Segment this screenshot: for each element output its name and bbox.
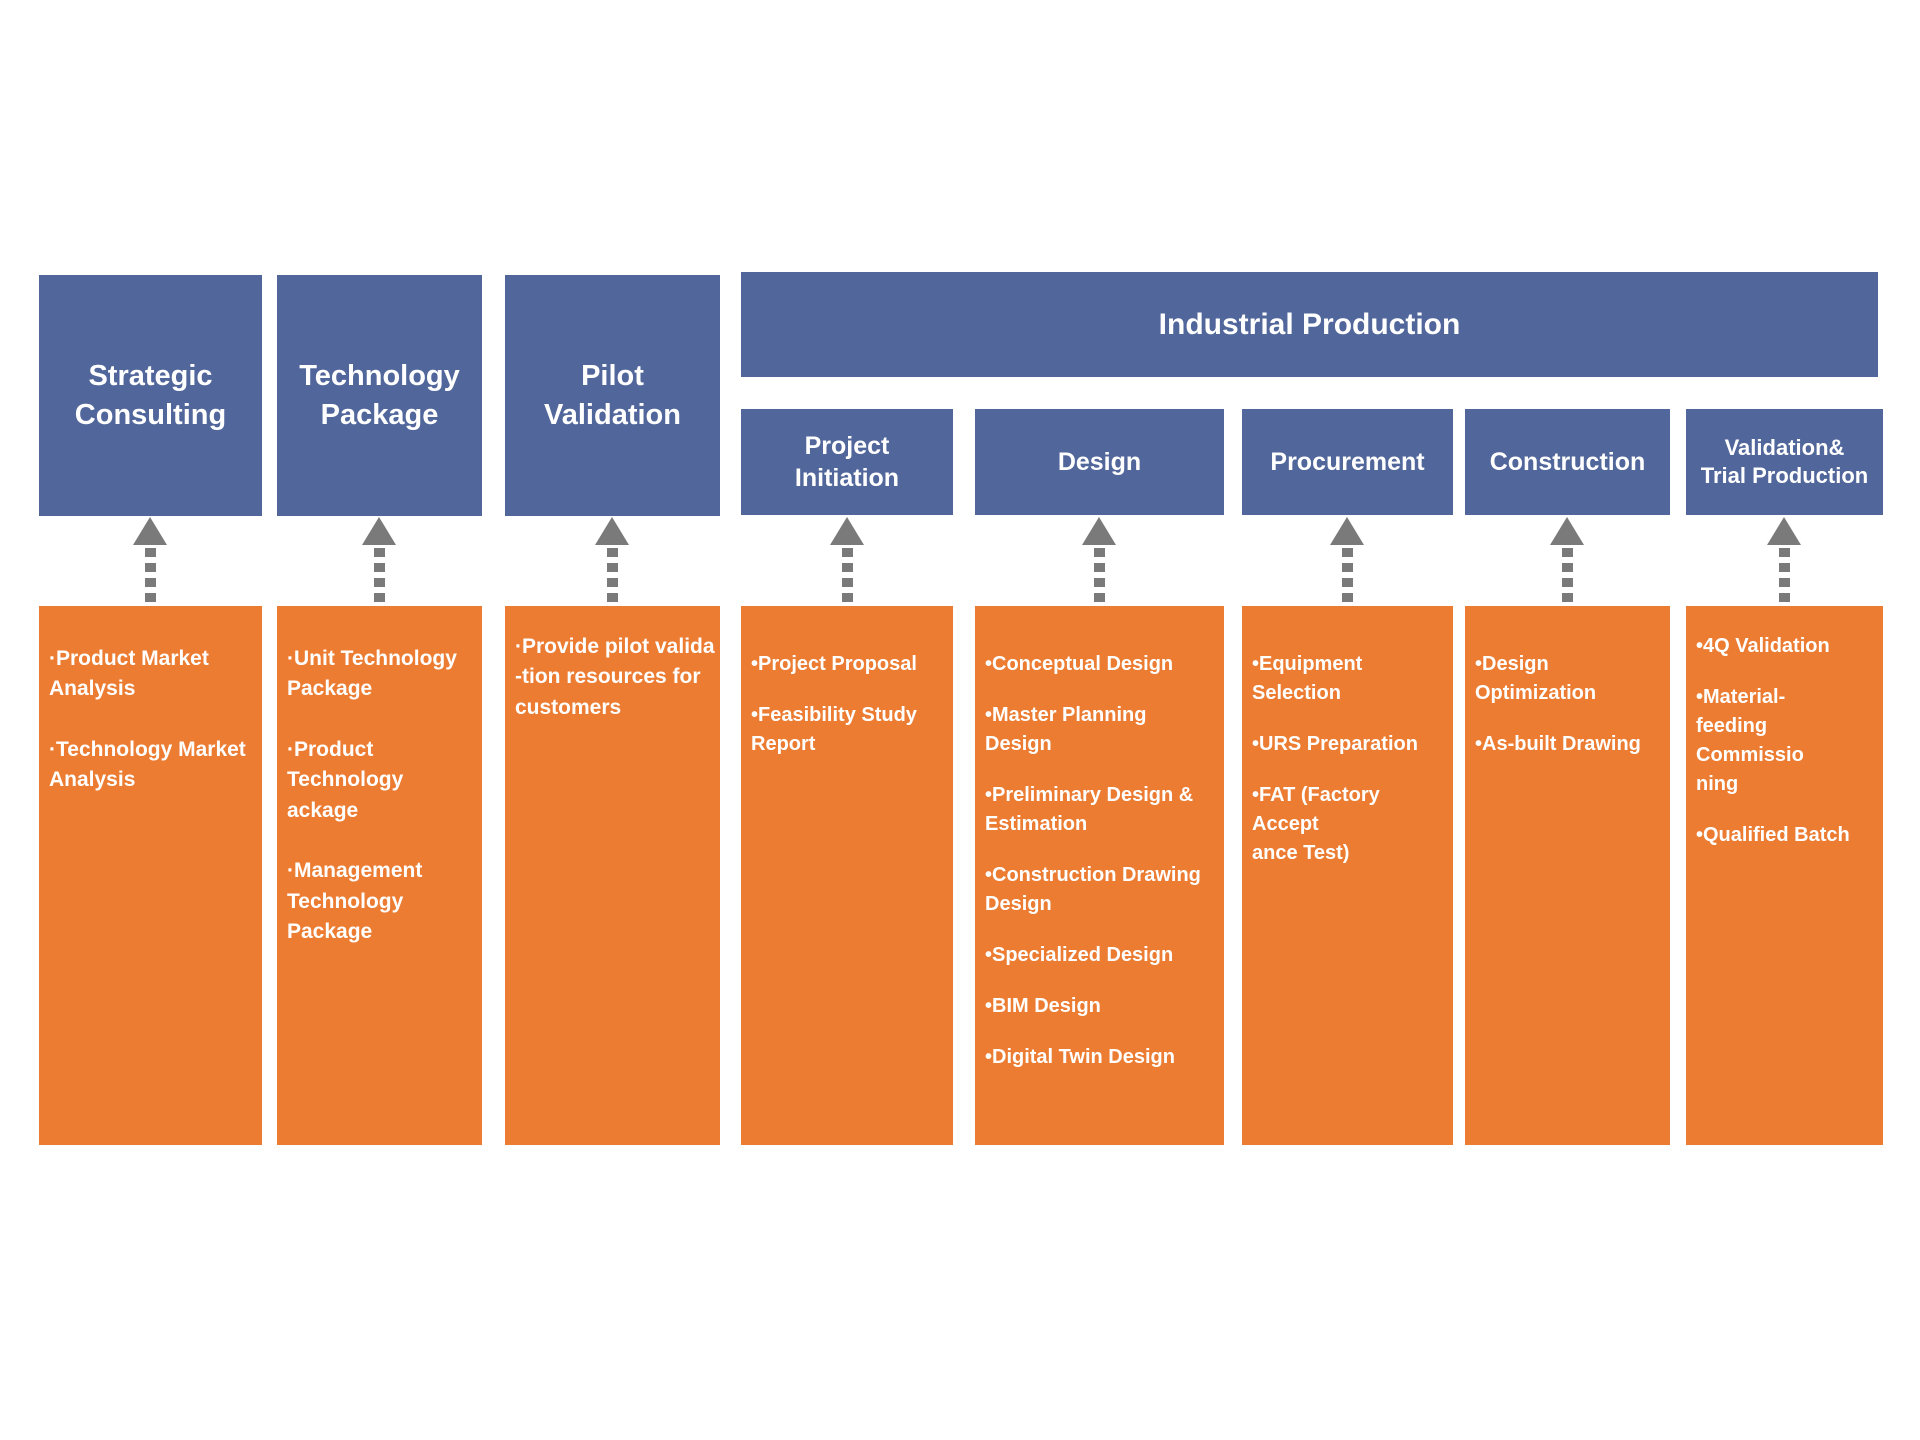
subheader-title-project-initiation: Project Initiation [794, 432, 900, 492]
up-arrow-validation-trial-production [1767, 517, 1801, 606]
detail-box-technology-package: ·Unit Technology Package ·Product Techno… [277, 606, 482, 1145]
detail-item: •Conceptual Design [985, 653, 1174, 675]
detail-item: •FAT (Factory Accept ance Test) [1252, 784, 1380, 864]
arrow-head-icon [830, 517, 864, 545]
industrial-production-bar: Industrial Production [741, 272, 1878, 377]
arrow-dash-line [1561, 548, 1573, 606]
detail-item: ·Provide pilot valida -tion resources fo… [515, 635, 715, 719]
detail-box-pilot-validation: ·Provide pilot valida -tion resources fo… [505, 606, 720, 1145]
subheader-box-validation-trial-production: Validation& Trial Production [1686, 409, 1883, 515]
header-title-technology-package: Technology Package [299, 360, 460, 431]
arrow-dash-line [606, 548, 618, 606]
detail-box-strategic-consulting: ·Product Market Analysis ·Technology Mar… [39, 606, 262, 1145]
detail-item: •Project Proposal [751, 653, 917, 675]
detail-item: •Feasibility Study Report [751, 704, 917, 755]
detail-item: •Construction Drawing Design [985, 864, 1201, 915]
arrow-head-icon [1767, 517, 1801, 545]
arrow-head-icon [1082, 517, 1116, 545]
header-box-strategic-consulting: Strategic Consulting [39, 275, 262, 516]
up-arrow-technology-package [362, 517, 396, 606]
arrow-head-icon [1550, 517, 1584, 545]
subheader-box-construction: Construction [1465, 409, 1670, 515]
detail-item: ·Unit Technology Package [287, 647, 457, 701]
subheader-title-construction: Construction [1489, 448, 1646, 476]
detail-box-procurement: •Equipment Selection •URS Preparation •F… [1242, 606, 1453, 1145]
detail-item: •Qualified Batch [1696, 824, 1850, 846]
up-arrow-procurement [1330, 517, 1364, 606]
subheader-box-project-initiation: Project Initiation [741, 409, 953, 515]
detail-box-project-initiation: •Project Proposal •Feasibility Study Rep… [741, 606, 953, 1145]
detail-box-construction: •Design Optimization •As-built Drawing [1465, 606, 1670, 1145]
up-arrow-design [1082, 517, 1116, 606]
industrial-production-title: Industrial Production [1158, 307, 1461, 341]
arrow-head-icon [362, 517, 396, 545]
up-arrow-pilot-validation [595, 517, 629, 606]
detail-item: ·Product Technology ackage [287, 737, 404, 822]
header-box-technology-package: Technology Package [277, 275, 482, 516]
subheader-box-procurement: Procurement [1242, 409, 1453, 515]
arrow-head-icon [133, 517, 167, 545]
subheader-title-procurement: Procurement [1270, 448, 1425, 476]
subheader-title-validation-trial-production: Validation& Trial Production [1700, 434, 1869, 488]
detail-item: •Equipment Selection [1252, 653, 1363, 704]
header-box-pilot-validation: Pilot Validation [505, 275, 720, 516]
arrow-dash-line [373, 548, 385, 606]
arrow-head-icon [595, 517, 629, 545]
up-arrow-strategic-consulting [133, 517, 167, 606]
arrow-dash-line [841, 548, 853, 606]
detail-item: •Preliminary Design & Estimation [985, 784, 1194, 835]
subheader-title-design: Design [1057, 448, 1142, 476]
header-title-pilot-validation: Pilot Validation [544, 360, 681, 431]
detail-item: •Specialized Design [985, 944, 1174, 966]
header-title-strategic-consulting: Strategic Consulting [74, 360, 227, 431]
detail-item: •Digital Twin Design [985, 1046, 1175, 1068]
arrow-dash-line [144, 548, 156, 606]
arrow-dash-line [1093, 548, 1105, 606]
detail-box-validation-trial-production: •4Q Validation •Material- feeding Commis… [1686, 606, 1883, 1145]
detail-item: ·Product Market Analysis [49, 647, 209, 701]
arrow-head-icon [1330, 517, 1364, 545]
detail-item: •4Q Validation [1696, 635, 1830, 657]
up-arrow-construction [1550, 517, 1584, 606]
subheader-box-design: Design [975, 409, 1224, 515]
arrow-dash-line [1778, 548, 1790, 606]
detail-item: •As-built Drawing [1475, 733, 1641, 755]
detail-item: •Design Optimization [1475, 653, 1597, 704]
detail-box-design: •Conceptual Design •Master Planning Desi… [975, 606, 1224, 1145]
arrow-dash-line [1341, 548, 1353, 606]
up-arrow-project-initiation [830, 517, 864, 606]
detail-item: •URS Preparation [1252, 733, 1418, 755]
detail-item: •Master Planning Design [985, 704, 1147, 755]
detail-item: ·Management Technology Package [287, 859, 423, 944]
detail-item: ·Technology Market Analysis [49, 737, 246, 792]
detail-item: •Material- feeding Commissio ning [1696, 686, 1804, 795]
detail-item: •BIM Design [985, 995, 1101, 1017]
